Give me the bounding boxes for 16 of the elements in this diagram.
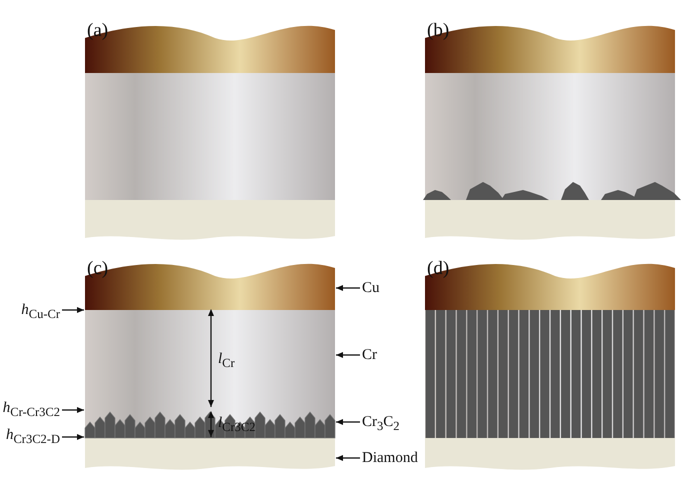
- dimension-label: l$_{Cr3C2}$: [218, 414, 256, 436]
- leader-line: [336, 419, 360, 425]
- layer-label: Cr: [362, 346, 377, 364]
- interface-label: h$_{Cr-Cr3C2}$: [2, 399, 60, 421]
- leader-line: [62, 434, 84, 440]
- layer-label: Cu: [362, 279, 380, 297]
- dimension-label: l$_{Cr}$: [218, 350, 235, 372]
- interface-label: h$_{Cr3C2-D}$: [6, 426, 60, 448]
- leader-line: [336, 455, 360, 461]
- leader-line: [336, 352, 360, 358]
- leader-line: [336, 285, 360, 291]
- leader-line: [62, 307, 84, 313]
- layer-label: Diamond: [362, 449, 418, 467]
- layer-label: Cr$_{3}$C$_{2}$: [362, 413, 400, 435]
- interface-label: h$_{Cu-Cr}$: [21, 301, 60, 323]
- leader-line: [62, 407, 84, 413]
